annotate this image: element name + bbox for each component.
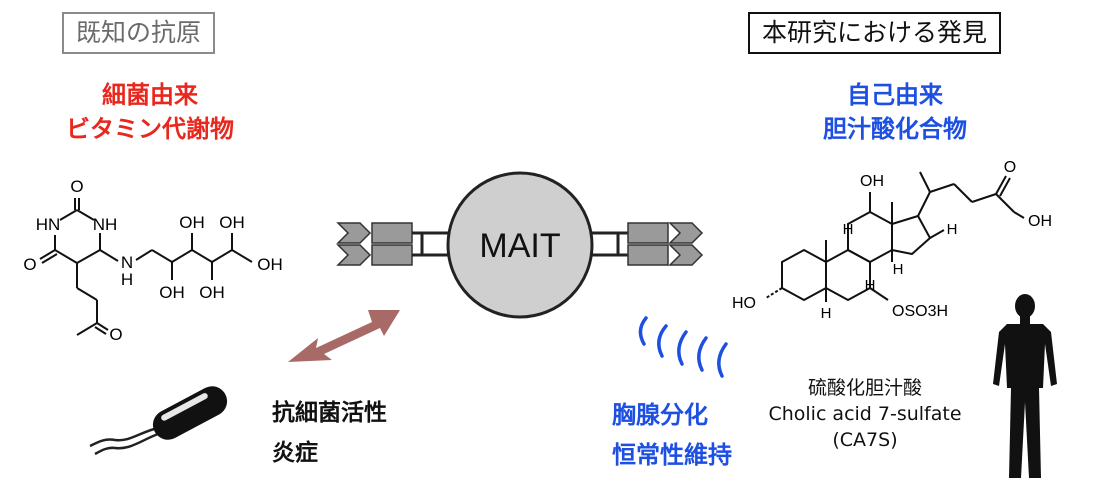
mait-cell xyxy=(446,171,594,319)
self-antigen-line1: 自己由来 xyxy=(847,81,943,109)
mol-oh-terminal: OH xyxy=(257,255,283,274)
ca7s-oh-acid: OH xyxy=(1028,213,1052,230)
right-effects: 胸腺分化 恒常性維持 xyxy=(612,395,732,475)
mol-nh-h: H xyxy=(121,270,133,289)
mol-n: N xyxy=(121,253,133,272)
mait-label: MAIT xyxy=(479,227,560,265)
ca7s-abbr: (CA7S) xyxy=(832,429,898,451)
right-effect-line1: 胸腺分化 xyxy=(612,401,708,429)
left-effect-line1: 抗細菌活性 xyxy=(272,400,387,426)
ca7s-h-4: H xyxy=(865,277,876,294)
signal-waves-icon xyxy=(638,316,728,378)
mol-oh-1: OH xyxy=(179,213,205,232)
right-effect-line2: 恒常性維持 xyxy=(612,441,732,469)
finding-header-text: 本研究における発見 xyxy=(762,18,988,47)
self-antigen-title: 自己由来 胆汁酸化合物 xyxy=(775,78,1015,146)
ca7s-h-5: H xyxy=(821,305,832,322)
ca7s-name-en: Cholic acid 7-sulfate xyxy=(768,403,962,425)
mol-nh: NH xyxy=(93,215,118,234)
mait-cell-diagram: MAIT xyxy=(336,171,704,319)
mol-oh-3: OH xyxy=(159,283,185,302)
mol-o-top: O xyxy=(70,177,83,196)
ca7s-o-acid: O xyxy=(1004,159,1016,176)
mol-o-ketone: O xyxy=(109,325,122,344)
self-antigen-line2: 胆汁酸化合物 xyxy=(823,115,967,143)
right-receptor xyxy=(590,222,704,266)
bacterial-antigen-line2: ビタミン代謝物 xyxy=(66,115,234,143)
ca7s-name-jp: 硫酸化胆汁酸 xyxy=(807,377,922,399)
ca7s-h-3: H xyxy=(893,261,904,278)
ca7s-oh-top: OH xyxy=(860,173,884,190)
ca7s-structure: OH O OH H H H H H HO OSO3H xyxy=(732,159,1052,322)
mol-oh-4: OH xyxy=(199,283,225,302)
known-antigen-header-text: 既知の抗原 xyxy=(76,18,202,47)
mol-o-left: O xyxy=(23,255,36,274)
left-effects: 抗細菌活性 炎症 xyxy=(272,393,387,473)
bacterial-antigen-line1: 細菌由来 xyxy=(102,81,198,109)
human-silhouette-icon xyxy=(993,294,1057,478)
bacterial-antigen-title: 細菌由来 ビタミン代謝物 xyxy=(30,78,270,146)
known-antigen-header: 既知の抗原 xyxy=(62,12,216,54)
mol-oh-2: OH xyxy=(219,213,245,232)
ca7s-h-1: H xyxy=(947,221,958,238)
mol-hn: HN xyxy=(36,215,61,234)
ca7s-ho: HO xyxy=(732,295,756,312)
left-receptor xyxy=(336,222,450,266)
left-effect-line2: 炎症 xyxy=(272,440,318,466)
ca7s-h-2: H xyxy=(843,221,854,238)
bacterial-metabolite-structure: O HN NH O N H OH OH OH OH OH O xyxy=(23,177,283,344)
ca7s-oso3h: OSO3H xyxy=(892,303,948,320)
ca7s-name: 硫酸化胆汁酸 Cholic acid 7-sulfate (CA7S) xyxy=(760,375,970,453)
activity-arrow xyxy=(288,310,400,362)
bacterium-icon xyxy=(89,386,228,456)
finding-header: 本研究における発見 xyxy=(748,12,1002,54)
